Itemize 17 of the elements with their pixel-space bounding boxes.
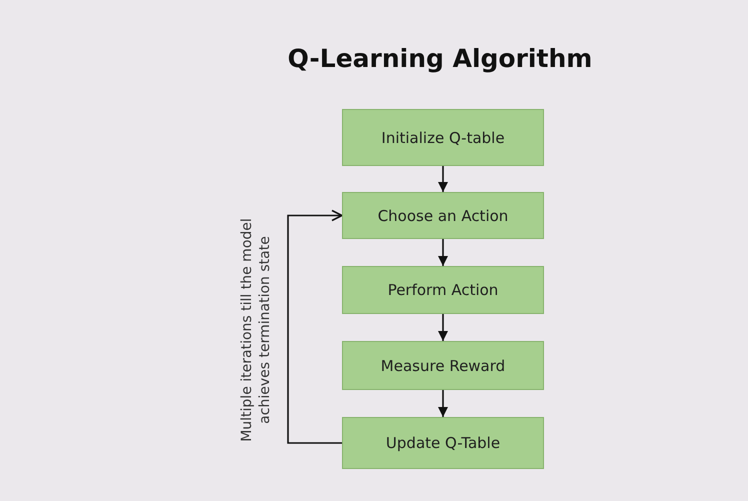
step-label: Measure Reward: [380, 356, 506, 374]
step-label: Update Q-Table: [386, 434, 500, 452]
edge-label: Multiple iterations till the model achieves termination state: [238, 217, 274, 444]
arrow: [438, 239, 448, 266]
arrow: [287, 210, 343, 444]
step-label: Choose an Action: [378, 206, 508, 224]
step-label: Initialize Q-table: [381, 128, 505, 146]
step-label: Perform Action: [388, 281, 498, 299]
diagram-title: Q-Learning Algorithm: [286, 44, 594, 73]
process-box: [342, 341, 544, 390]
process-box: [342, 417, 544, 469]
arrow: [438, 166, 448, 192]
arrow: [438, 390, 448, 417]
process-box: [342, 109, 544, 166]
process-box: [342, 192, 544, 239]
process-box: [342, 266, 544, 314]
arrow: [438, 314, 448, 341]
